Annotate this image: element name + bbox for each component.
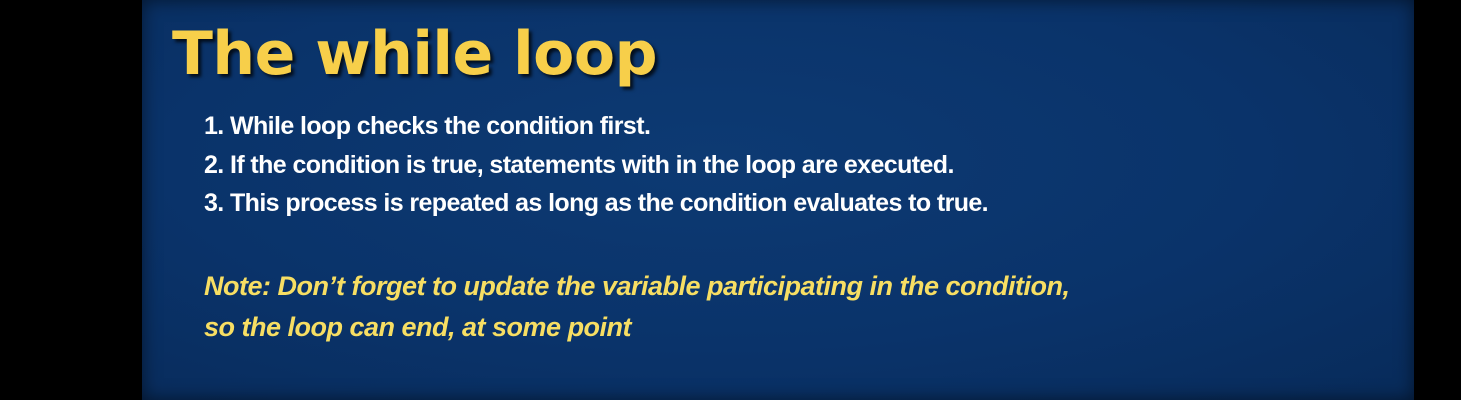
presentation-slide: The while loop 1. While loop checks the … — [142, 0, 1414, 400]
note-text: Note: Don’t forget to update the variabl… — [204, 266, 1070, 348]
note-line-2: so the loop can end, at some point — [204, 312, 632, 342]
point-item-1: 1. While loop checks the condition first… — [204, 112, 651, 140]
numbered-points-list: 1. While loop checks the condition first… — [204, 107, 989, 223]
point-item-3: 3. This process is repeated as long as t… — [204, 189, 989, 217]
point-item-2: 2. If the condition is true, statements … — [204, 150, 954, 179]
note-line-1: Note: Don’t forget to update the variabl… — [204, 271, 1070, 301]
slide-title: The while loop — [172, 19, 658, 89]
